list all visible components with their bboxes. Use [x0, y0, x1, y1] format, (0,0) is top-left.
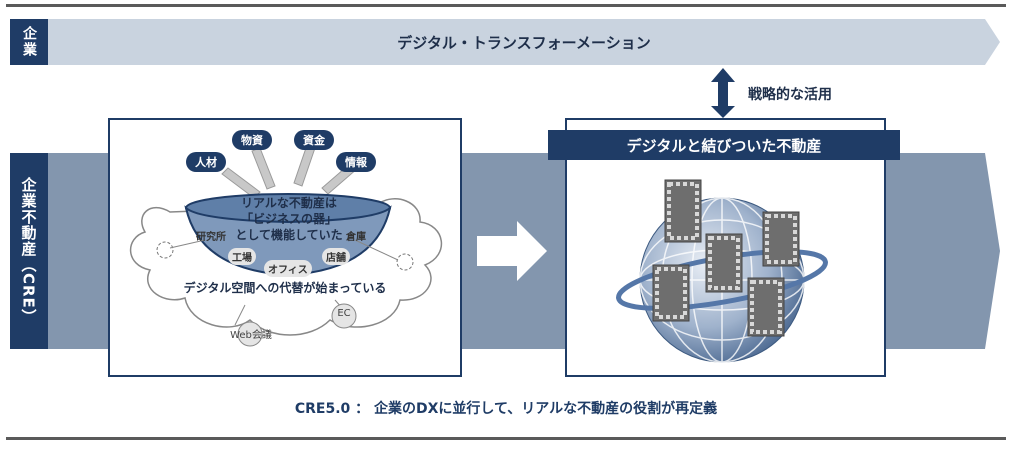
web-meeting-circle	[237, 321, 263, 347]
bottom-rule	[6, 437, 1006, 440]
facility-store: 店舗	[322, 248, 350, 265]
digital-globe-diagram	[616, 179, 828, 363]
strategic-use-label: 戦略的な活用	[748, 87, 832, 103]
bowl-text-1: リアルな不動産は	[241, 196, 337, 210]
faded-node-icon	[156, 241, 174, 259]
building-icon	[705, 233, 743, 293]
tag-busshi: 物資	[232, 130, 272, 150]
facility-factory: 工場	[228, 248, 256, 265]
building-icon	[652, 264, 690, 322]
two-way-arrow-icon	[711, 68, 735, 118]
web-meeting-label: Web会議	[230, 330, 272, 341]
building-icon	[762, 211, 800, 267]
right-arrow-icon	[477, 221, 547, 281]
left-panel: 人材 物資 資金 情報 リアルな不動産は 「ビジネスの器」 として機能していた …	[108, 118, 462, 377]
facility-office: オフィス	[264, 260, 312, 277]
ec-label: EC	[337, 308, 351, 319]
tag-shikin: 資金	[294, 130, 334, 150]
top-rule	[6, 4, 1006, 7]
dx-band-title: デジタル・トランスフォーメーション	[397, 33, 651, 52]
right-panel-title: デジタルと結びついた不動産	[548, 130, 900, 160]
facility-lab: 研究所	[196, 232, 226, 243]
cre-label: 企業不動産（CRE）	[10, 153, 48, 349]
faded-node-icon	[396, 253, 414, 271]
tag-jouhou: 情報	[336, 152, 376, 172]
bowl-text-2: 「ビジネスの器」	[240, 212, 337, 226]
facility-warehouse: 倉庫	[346, 232, 366, 243]
business-vessel-diagram	[129, 144, 442, 347]
tag-jinzai: 人材	[186, 152, 226, 172]
dx-band-arrow	[48, 19, 1000, 65]
inflow-arrows	[221, 144, 359, 199]
building-icon	[747, 277, 785, 337]
ec-circle	[331, 303, 357, 329]
bowl-text-3: として機能していた	[235, 228, 343, 242]
building-icon	[664, 179, 702, 243]
digital-shift-text: デジタル空間への代替が始まっている	[183, 281, 387, 295]
diagram-caption: CRE5.0 ： 企業のDXに並行して、リアルな不動産の役割が再定義	[294, 401, 718, 417]
company-label: 企業	[10, 19, 48, 65]
right-panel	[565, 118, 886, 377]
